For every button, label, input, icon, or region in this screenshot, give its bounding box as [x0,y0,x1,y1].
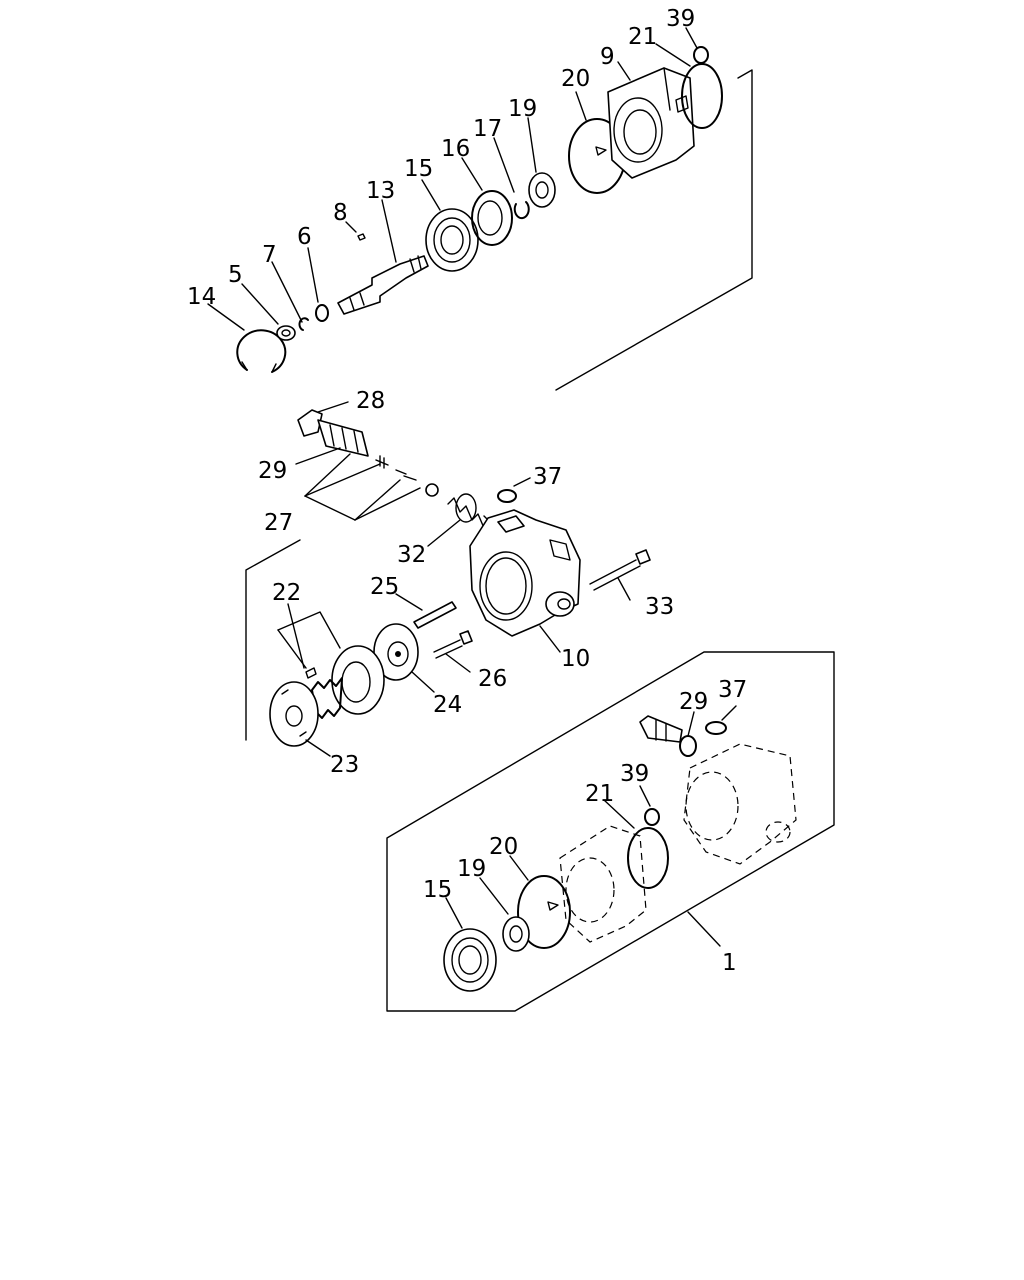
bearing-15b [443,928,497,992]
label-39-upper: 39 [666,6,695,32]
label-6: 6 [297,224,312,250]
upper-group-bracket [555,69,753,391]
plate-23 [269,681,319,747]
label-24: 24 [433,692,462,718]
label-27: 27 [264,510,293,536]
shaft-13 [337,255,429,315]
o-ring-39a [693,46,709,64]
label-8: 8 [333,200,348,226]
cam-ring-22 [331,645,385,715]
label-37-lower: 37 [718,677,747,703]
o-ring-20b [517,875,571,949]
label-20-upper: 20 [561,66,590,92]
label-14: 14 [187,284,216,310]
pin-25 [413,601,457,629]
label-26: 26 [478,666,507,692]
label-20-lower: 20 [489,834,518,860]
label-5: 5 [228,262,243,288]
nut-5 [276,325,296,341]
label-22: 22 [272,580,301,606]
bracket-22 [277,611,341,649]
o-ring-37a [497,489,517,503]
plate-24 [373,623,419,681]
label-33: 33 [645,594,674,620]
label-16: 16 [441,136,470,162]
bracket-22b [277,629,307,669]
label-23: 23 [330,752,359,778]
o-ring-21a [681,63,723,129]
label-19-upper: 19 [508,96,537,122]
housing-dashed [683,743,797,865]
label-37-middle: 37 [533,464,562,490]
valve-assembly-28-29 [297,409,439,497]
key-8 [357,233,366,241]
label-7: 7 [262,242,277,268]
label-25: 25 [370,574,399,600]
label-10: 10 [561,646,590,672]
label-15-lower: 15 [423,877,452,903]
label-1: 1 [722,950,737,976]
cover-9 [607,67,695,179]
leader-lines [207,27,737,947]
bolt-26 [433,630,473,659]
label-28: 28 [356,388,385,414]
label-32: 32 [397,542,426,568]
housing-10 [469,509,581,637]
bearing-19 [528,172,556,208]
label-13: 13 [366,178,395,204]
middle-group-bracket [245,539,301,741]
label-39-lower: 39 [620,761,649,787]
o-ring-39b [644,808,660,826]
bearing-15 [425,208,479,272]
o-ring-37b [705,721,727,735]
rotor-22 [305,667,343,719]
label-17: 17 [473,116,502,142]
label-19-lower: 19 [457,856,486,882]
leader-27 [304,453,421,521]
label-15-upper: 15 [404,156,433,182]
o-ring-29b [679,735,697,757]
label-21-lower: 21 [585,781,614,807]
ring-7 [298,317,309,331]
o-ring-21b [627,827,669,889]
valve-29b [639,715,683,743]
assembly-group-box [386,651,835,1012]
label-21-upper: 21 [628,24,657,50]
label-29-lower: 29 [679,689,708,715]
label-29-middle: 29 [258,458,287,484]
snap-ring-14 [236,329,287,373]
bolt-33 [589,549,651,591]
washer-6 [315,304,329,322]
cover-dashed [559,825,647,943]
bearing-19b [502,916,530,952]
label-9: 9 [600,44,615,70]
spring-32 [447,493,491,529]
washer-16 [471,190,513,246]
ring-17 [513,201,530,220]
